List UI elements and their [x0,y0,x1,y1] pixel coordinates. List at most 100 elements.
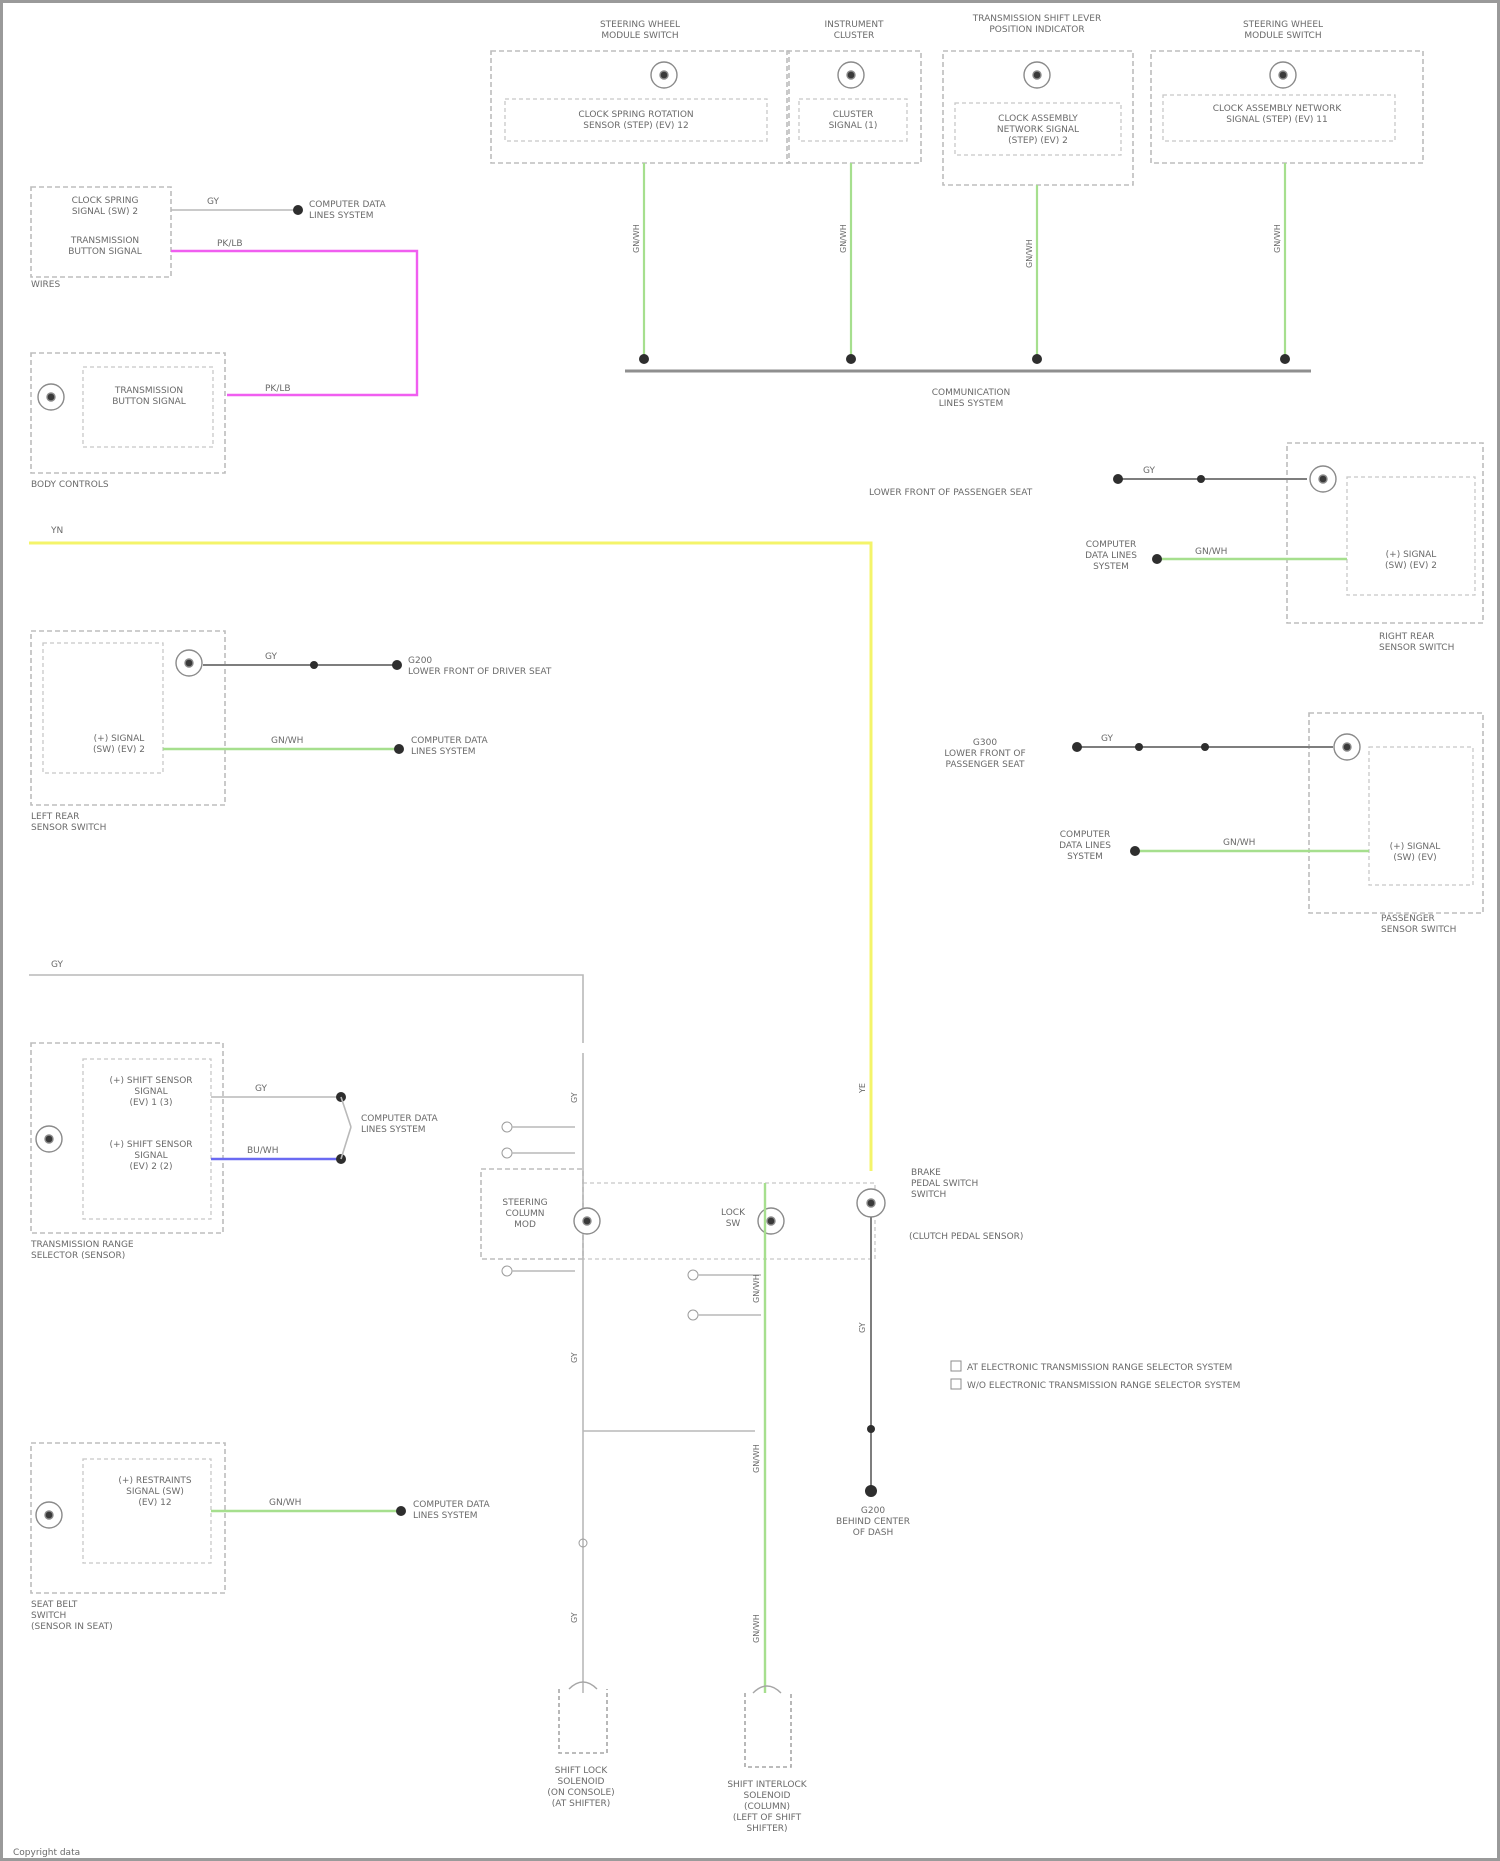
legend-item-1: AT ELECTRONIC TRANSMISSION RANGE SELECTO… [967,1363,1232,1373]
wire-code-label: YE [858,1083,867,1094]
connector-symbol-icon [36,1126,62,1152]
wire-code-label: GY [858,1322,867,1333]
wire-code-label: GY [1101,734,1114,744]
wire-code-label: GY [570,1612,579,1623]
wire-code-label: GN/WH [1025,239,1034,268]
wire-code-label: GN/WH [752,1444,761,1473]
wire-code-label: GY [1143,466,1156,476]
connector-symbol-icon [758,1208,784,1234]
connector-symbol-icon [574,1208,600,1234]
connector-symbol-icon [1310,466,1336,492]
wire-code-label: GY [570,1352,579,1363]
wire-code-label: GY [207,197,220,207]
left-rear-switch-text: (+) SIGNAL(SW) (EV) 2 [93,734,145,755]
wire-code-label: GN/WH [752,1274,761,1303]
connector-symbol-icon [176,650,202,676]
wire-code-label: GN/WH [1195,547,1227,557]
yellow-tag: YN [50,526,63,536]
wire-code-label: PK/LB [217,239,243,249]
legend-item-2: W/O ELECTRONIC TRANSMISSION RANGE SELECT… [967,1381,1240,1391]
legend-marker-2 [951,1379,961,1389]
wire-code-label: BU/WH [247,1146,278,1156]
top-green-wires: GN/WH GN/WH GN/WH GN/WH [632,163,1285,358]
wire-code-label: GY [570,1092,579,1103]
connector-symbol-icon [36,1502,62,1528]
side-pin-markers [502,1122,761,1320]
right-rear-wires: GY LOWER FRONT OF PASSENGER SEAT GN/WH C… [869,466,1347,572]
yellow-feed-wire: YN YE [29,526,871,1171]
wire-code-label: PK/LB [265,384,291,394]
right-rear-text: (+) SIGNAL(SW) (EV) 2 [1385,550,1437,571]
connector-symbol-icon [651,62,677,88]
wire-code-label: GN/WH [632,224,641,253]
connector-symbol-icon [1024,62,1050,88]
legend: AT ELECTRONIC TRANSMISSION RANGE SELECTO… [951,1361,1240,1391]
passenger-text: (+) SIGNAL(SW) (EV) [1390,842,1441,863]
wire-code-label: GN/WH [271,736,303,746]
wire-code-label: GY [255,1084,268,1094]
connector-symbol-icon [1270,62,1296,88]
left-module-a-caption: WIRES [31,280,60,290]
wire-code-label: GN/WH [1273,224,1282,253]
wire-code-label: GN/WH [269,1498,301,1508]
wire-code-label: GY [51,960,64,970]
right-rear-ground: LOWER FRONT OF PASSENGER SEAT [869,488,1033,498]
legend-marker-1 [951,1361,961,1371]
wire-code-label: GN/WH [1223,838,1255,848]
connector-symbol-icon [857,1189,885,1217]
center-switch-note: (CLUTCH PEDAL SENSOR) [909,1232,1023,1242]
connector-symbol-icon [838,62,864,88]
wire-code-label: GN/WH [839,224,848,253]
connector-symbol-icon [1334,734,1360,760]
footer-copyright: Copyright data [13,1848,80,1858]
wire-code-label: GN/WH [752,1614,761,1643]
